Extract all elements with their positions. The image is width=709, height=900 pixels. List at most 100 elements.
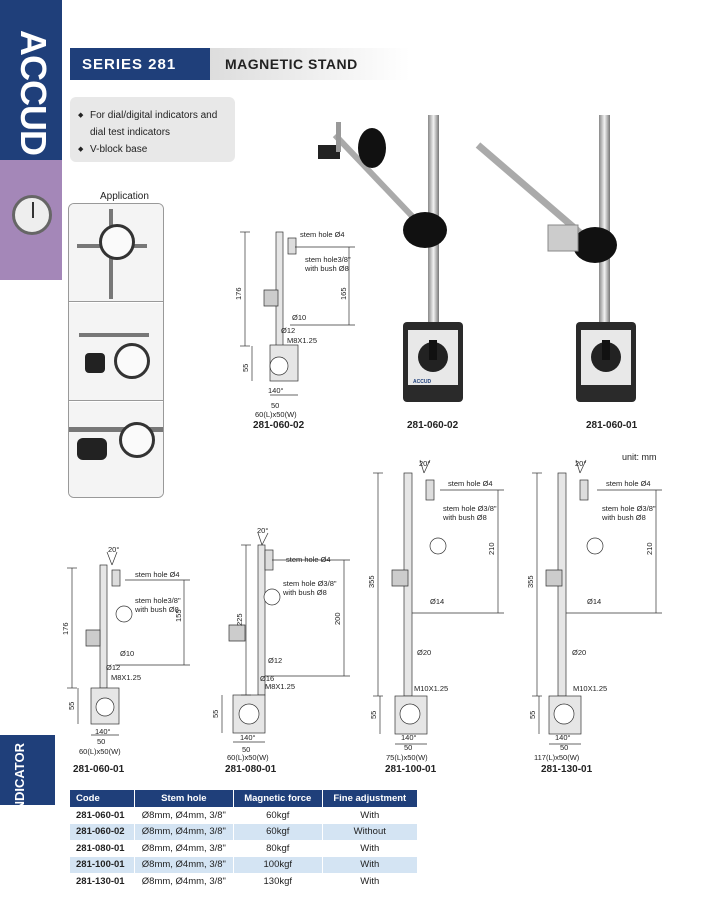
- drawing-281-080-01: [221, 532, 350, 743]
- column-header: Magnetic force: [233, 790, 323, 807]
- table-row: 281-100-01 Ø8mm, Ø4mm, 3/8" 100kgf With: [70, 856, 419, 873]
- drawing-281-130-01: [532, 459, 662, 745]
- drawing-281-100-01-labels: 20° stem hole Ø4 stem hole Ø3/8" with bu…: [367, 459, 497, 762]
- svg-text:55: 55: [67, 702, 76, 710]
- application-photo-1: [69, 204, 163, 302]
- svg-text:Ø12: Ø12: [106, 663, 120, 672]
- unit-note: unit: mm: [622, 452, 657, 462]
- drawing-281-100-01: [373, 459, 504, 745]
- drawing-281-130-01-labels: 20° stem hole Ø4 stem hole Ø3/8" with bu…: [526, 459, 656, 762]
- column-header: Stem hole: [134, 790, 234, 807]
- svg-text:M10X1.25: M10X1.25: [573, 684, 607, 693]
- svg-text:Ø12: Ø12: [281, 326, 295, 335]
- table-cell: With: [322, 856, 419, 873]
- application-photo-frame: [68, 203, 164, 498]
- svg-text:with bush Ø8: with bush Ø8: [304, 264, 349, 273]
- svg-text:55: 55: [369, 711, 378, 719]
- svg-text:55: 55: [211, 710, 220, 718]
- svg-text:with bush Ø8: with bush Ø8: [601, 513, 646, 522]
- table-cell: 60kgf: [233, 823, 323, 840]
- svg-text:stem hole Ø4: stem hole Ø4: [300, 230, 345, 239]
- svg-text:20°: 20°: [575, 459, 586, 468]
- model-label: 281-100-01: [385, 764, 437, 775]
- svg-text:155: 155: [174, 609, 183, 622]
- svg-text:50: 50: [271, 401, 279, 410]
- svg-text:stem hole Ø4: stem hole Ø4: [448, 479, 493, 488]
- model-label: 281-130-01: [541, 764, 593, 775]
- table-cell: Ø8mm, Ø4mm, 3/8": [134, 873, 234, 890]
- svg-text:Ø14: Ø14: [430, 597, 444, 606]
- svg-text:117(L)x50(W): 117(L)x50(W): [534, 753, 580, 762]
- table-row: 281-080-01 Ø8mm, Ø4mm, 3/8" 80kgf With: [70, 840, 419, 857]
- svg-text:55: 55: [528, 711, 537, 719]
- svg-text:176: 176: [61, 622, 70, 635]
- svg-text:355: 355: [367, 575, 376, 588]
- svg-text:140°: 140°: [268, 386, 284, 395]
- svg-text:stem hole Ø4: stem hole Ø4: [286, 555, 331, 564]
- page-title: MAGNETIC STAND: [225, 56, 358, 72]
- table-cell: 130kgf: [233, 873, 323, 890]
- svg-text:210: 210: [487, 542, 496, 555]
- table-cell: Ø8mm, Ø4mm, 3/8": [134, 823, 234, 840]
- svg-text:60(L)x50(W): 60(L)x50(W): [255, 410, 297, 419]
- table-cell: 281-080-01: [70, 840, 135, 857]
- product-photo-281-060-01: [475, 115, 636, 402]
- feature-list: For dial/digital indicators and dial tes…: [70, 97, 235, 162]
- svg-text:Ø20: Ø20: [572, 648, 586, 657]
- title-band: [210, 48, 410, 80]
- svg-text:stem hole3/8": stem hole3/8": [305, 255, 351, 264]
- table-cell: 281-130-01: [70, 873, 135, 890]
- table-cell: With: [322, 807, 419, 824]
- svg-text:Ø16: Ø16: [260, 674, 274, 683]
- svg-text:stem hole Ø3/8": stem hole Ø3/8": [602, 504, 656, 513]
- svg-text:stem hole3/8": stem hole3/8": [135, 596, 181, 605]
- svg-text:Ø10: Ø10: [292, 313, 306, 322]
- svg-text:20°: 20°: [419, 459, 430, 468]
- svg-text:176: 176: [234, 287, 243, 300]
- table-cell: Ø8mm, Ø4mm, 3/8": [134, 840, 234, 857]
- svg-text:M10X1.25: M10X1.25: [414, 684, 448, 693]
- table-cell: Ø8mm, Ø4mm, 3/8": [134, 807, 234, 824]
- model-label: 281-060-02: [407, 420, 459, 431]
- svg-text:stem hole Ø4: stem hole Ø4: [606, 479, 651, 488]
- application-photo-3: [69, 402, 163, 497]
- svg-text:stem hole Ø4: stem hole Ø4: [135, 570, 180, 579]
- model-label: 281-060-02: [253, 420, 305, 431]
- table-header-row: Code Stem hole Magnetic force Fine adjus…: [70, 790, 419, 807]
- photo-badge: ACCUD: [413, 379, 431, 385]
- svg-text:with bush Ø8: with bush Ø8: [134, 605, 179, 614]
- svg-text:M8X1.25: M8X1.25: [265, 682, 295, 691]
- table-cell: 281-060-01: [70, 807, 135, 824]
- table-cell: Without: [322, 823, 419, 840]
- table-cell: 281-100-01: [70, 856, 135, 873]
- svg-text:Ø12: Ø12: [268, 656, 282, 665]
- svg-text:Ø10: Ø10: [120, 649, 134, 658]
- feature-item: V-block base: [78, 141, 227, 158]
- svg-text:225: 225: [235, 613, 244, 626]
- table-row: 281-060-02 Ø8mm, Ø4mm, 3/8" 60kgf Withou…: [70, 823, 419, 840]
- dial-gauge-icon: [12, 195, 52, 235]
- svg-text:20°: 20°: [257, 526, 268, 535]
- svg-text:50: 50: [560, 743, 568, 752]
- svg-text:with bush Ø8: with bush Ø8: [282, 588, 327, 597]
- drawing-281-060-01-labels: 20° stem hole Ø4 stem hole3/8" with bush…: [61, 545, 183, 756]
- spec-table: Code Stem hole Magnetic force Fine adjus…: [70, 790, 419, 890]
- application-photo-2: [69, 303, 163, 401]
- feature-item: For dial/digital indicators and dial tes…: [78, 107, 227, 141]
- svg-text:Ø20: Ø20: [417, 648, 431, 657]
- svg-text:55: 55: [241, 364, 250, 372]
- product-photo-281-060-02: ACCUD: [318, 115, 463, 402]
- svg-text:stem hole Ø3/8": stem hole Ø3/8": [283, 579, 337, 588]
- model-label: 281-060-01: [586, 420, 638, 431]
- svg-text:140°: 140°: [555, 733, 571, 742]
- svg-text:355: 355: [526, 575, 535, 588]
- table-cell: With: [322, 840, 419, 857]
- table-row: 281-060-01 Ø8mm, Ø4mm, 3/8" 60kgf With: [70, 807, 419, 824]
- drawing-281-080-01-labels: 20° stem hole Ø4 stem hole Ø3/8" with bu…: [211, 526, 342, 762]
- svg-text:60(L)x50(W): 60(L)x50(W): [79, 747, 121, 756]
- drawing-281-060-02: [240, 231, 355, 396]
- svg-text:M8X1.25: M8X1.25: [287, 336, 317, 345]
- svg-text:with bush Ø8: with bush Ø8: [442, 513, 487, 522]
- application-label: Application: [100, 191, 149, 202]
